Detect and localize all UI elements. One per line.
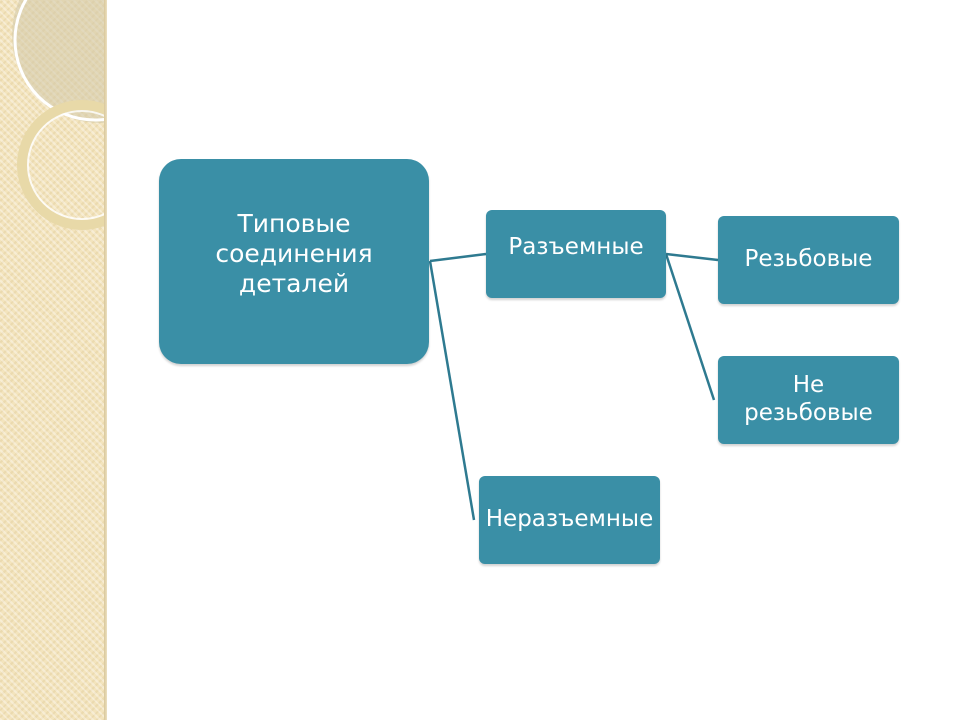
node-permanent-label: Неразъемные (485, 506, 654, 533)
connector-detachable-to-threaded (665, 252, 719, 262)
node-typical-joints-label: Типовые соединения деталей (215, 208, 373, 298)
node-non-threaded-label: Не резьбовые (744, 372, 873, 426)
decorative-rings-icon (12, 0, 105, 230)
node-permanent: Неразъемные (479, 476, 660, 564)
connector-root-to-permanent (428, 260, 476, 521)
node-threaded-label: Резьбовые (744, 246, 873, 273)
node-typical-joints: Типовые соединения деталей (159, 159, 429, 364)
side-strip-edge (104, 0, 107, 720)
decorative-side-strip (0, 0, 105, 720)
node-detachable: Разъемные (486, 210, 666, 298)
connector-root-to-detachable (429, 252, 487, 263)
connector-detachable-to-non-threaded (664, 253, 716, 401)
node-non-threaded: Не резьбовые (718, 356, 899, 444)
node-detachable-label: Разъемные (508, 234, 644, 261)
node-threaded: Резьбовые (718, 216, 899, 304)
